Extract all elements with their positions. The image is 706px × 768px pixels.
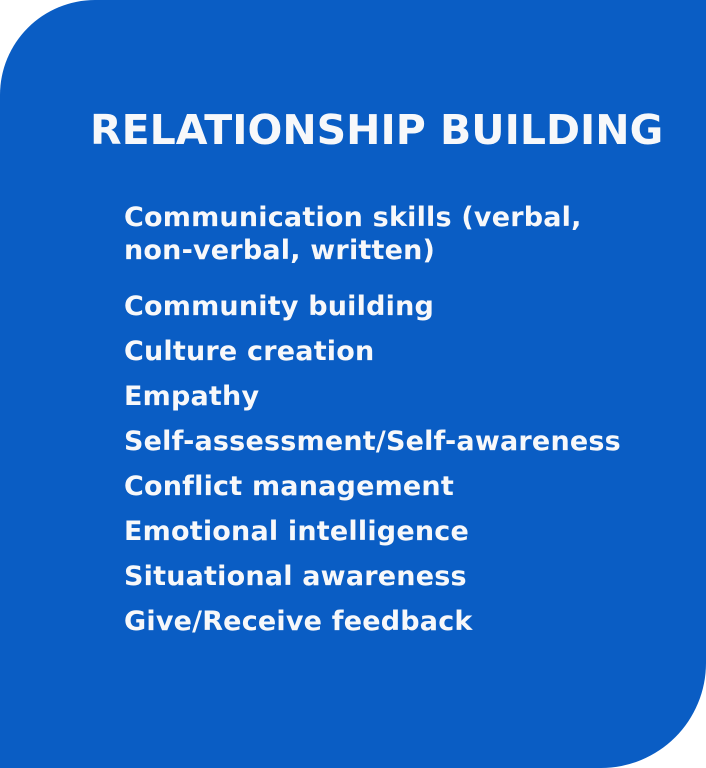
skill-item: Give/Receive feedback (124, 606, 473, 638)
card-title: RELATIONSHIP BUILDING (90, 106, 664, 154)
skill-list: Communication skills (verbal, non-verbal… (124, 201, 666, 638)
skill-item: Self-assessment/Self-awareness (124, 426, 621, 458)
skill-item: Culture creation (124, 336, 375, 368)
skill-item: Emotional intelligence (124, 516, 469, 548)
skill-item: Empathy (124, 381, 260, 413)
skill-item: Conflict management (124, 471, 454, 503)
skill-item: Situational awareness (124, 561, 467, 593)
skill-item: Communication skills (verbal, non-verbal… (124, 202, 582, 267)
skill-item: Community building (124, 291, 435, 323)
